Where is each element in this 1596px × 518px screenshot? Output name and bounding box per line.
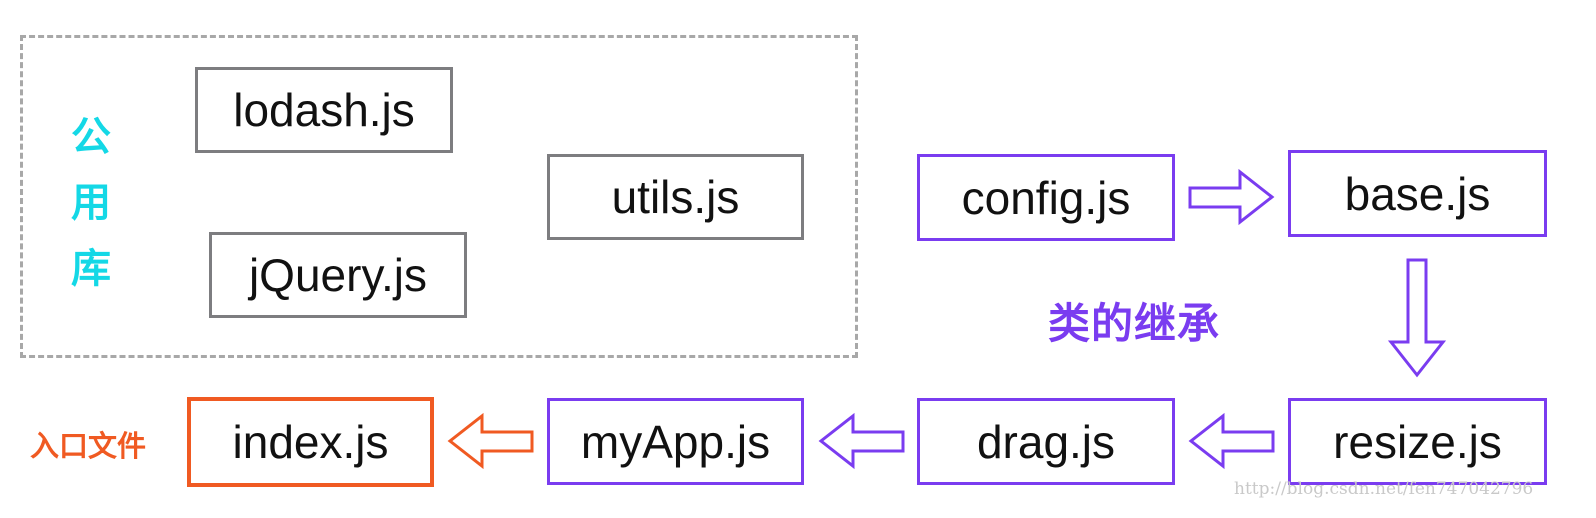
public-library-label-char: 库 — [71, 246, 111, 292]
lodash-box: lodash.js — [195, 67, 453, 153]
arrow-myapp-to-index — [447, 412, 534, 470]
resize-label: resize.js — [1333, 415, 1502, 468]
base-box: base.js — [1288, 150, 1547, 237]
inheritance-label: 类的继承 — [1048, 299, 1221, 348]
myapp-label: myApp.js — [580, 415, 771, 468]
myapp-box: myApp.js — [547, 398, 804, 485]
public-library-label-char: 用 — [71, 180, 111, 226]
jquery-box: jQuery.js — [209, 232, 467, 318]
config-label: config.js — [961, 171, 1131, 224]
watermark-url: http://blog.csdn.net/fen747042796 — [1234, 479, 1534, 499]
drag-label: drag.js — [976, 415, 1116, 468]
index-box: index.js — [187, 397, 434, 487]
index-label: index.js — [232, 416, 389, 468]
arrow-resize-to-drag — [1188, 412, 1275, 470]
arrow-config-to-base — [1188, 168, 1275, 226]
arrow-drag-to-myapp — [818, 412, 905, 470]
config-box: config.js — [917, 154, 1175, 241]
base-label: base.js — [1344, 167, 1491, 220]
resize-box: resize.js — [1288, 398, 1547, 485]
utils-label: utils.js — [611, 171, 740, 223]
utils-box: utils.js — [547, 154, 804, 240]
public-library-label: 公 用 库 — [66, 104, 116, 302]
lodash-label: lodash.js — [233, 84, 415, 136]
arrow-base-to-resize — [1387, 258, 1447, 378]
entry-file-label: 入口文件 — [30, 429, 147, 463]
public-library-label-char: 公 — [71, 114, 111, 160]
jquery-label: jQuery.js — [248, 249, 428, 301]
public-library-group — [20, 35, 858, 358]
drag-box: drag.js — [917, 398, 1175, 485]
